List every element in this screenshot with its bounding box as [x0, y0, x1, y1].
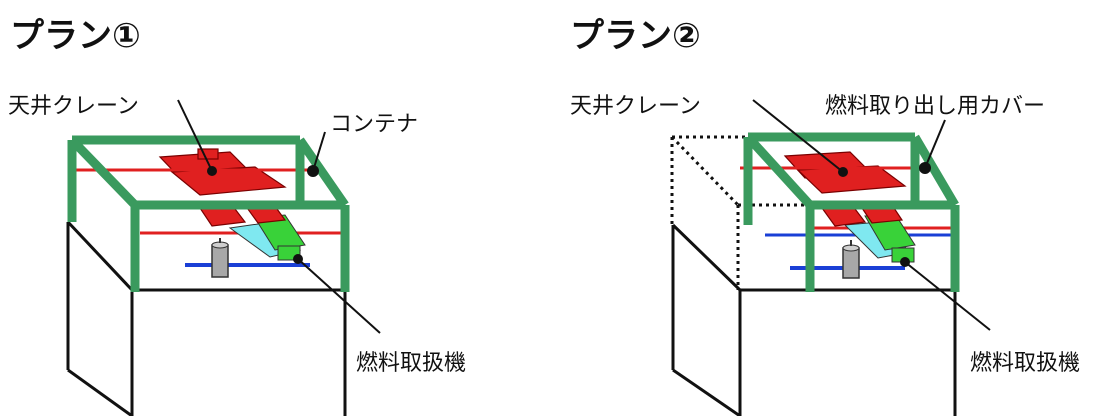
fuel-removal-cover-frame: [743, 132, 960, 292]
plan-1-title: プラン①: [10, 16, 141, 56]
plan-1-panel: プラン①: [8, 16, 467, 416]
plan-2-fuel-handler-label: 燃料取扱機: [970, 351, 1081, 376]
reactor-building: [66, 220, 347, 416]
container-frame: [67, 135, 350, 292]
plan-1-fuel-handler-label: 燃料取扱機: [356, 351, 467, 376]
overhead-crane: [783, 151, 907, 227]
plan-1-container-label: コンテナ: [330, 112, 419, 137]
overhead-crane: [158, 148, 287, 227]
plan-2-cover-label: 燃料取り出し用カバー: [825, 94, 1046, 119]
plan-2-diagram: [670, 99, 991, 416]
sliding-cover-outline: [670, 135, 810, 290]
leader-lines: [752, 99, 991, 331]
plan-2-title: プラン②: [570, 16, 701, 56]
leader-lines: [177, 99, 381, 334]
plan-1-crane-label: 天井クレーン: [8, 94, 139, 119]
fuel-handling-machine: [843, 213, 916, 263]
plan-2-panel: プラン②: [560, 0, 1117, 416]
plan-2-crane-label: 天井クレーン: [570, 94, 701, 119]
cask: [211, 238, 229, 278]
plan-1-diagram: [66, 99, 381, 416]
cask: [842, 240, 860, 279]
